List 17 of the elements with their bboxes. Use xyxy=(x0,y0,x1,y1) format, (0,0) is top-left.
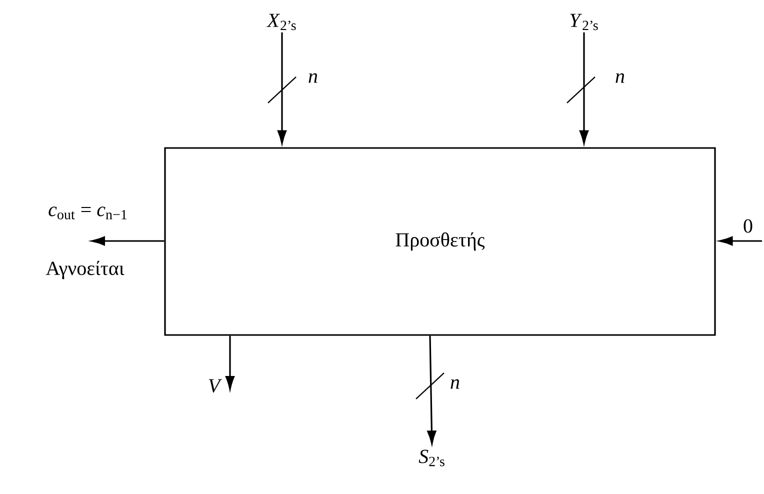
signal-label: Y$_{2’s}$ xyxy=(570,14,598,30)
edge-label: n xyxy=(616,73,624,83)
arrow xyxy=(719,236,762,246)
arrow xyxy=(91,236,164,246)
edge-label: n xyxy=(308,73,318,83)
arrow xyxy=(579,32,589,144)
signal-label: c$_{out}$ = c$_{n−1}$ xyxy=(48,206,127,220)
adder-box: Προσθετής xyxy=(164,147,716,336)
signal-label: S$_{2’s}$ xyxy=(418,450,444,466)
edge-label: n xyxy=(450,379,460,389)
signal-label: Αγνοείται xyxy=(46,260,124,280)
arrow xyxy=(427,336,436,444)
signal-label: X$_{2’s}$ xyxy=(266,14,296,30)
arrow xyxy=(277,32,287,144)
edge-label: V xyxy=(208,379,222,393)
arrow xyxy=(225,336,235,390)
edge-label: 0 xyxy=(744,219,752,233)
